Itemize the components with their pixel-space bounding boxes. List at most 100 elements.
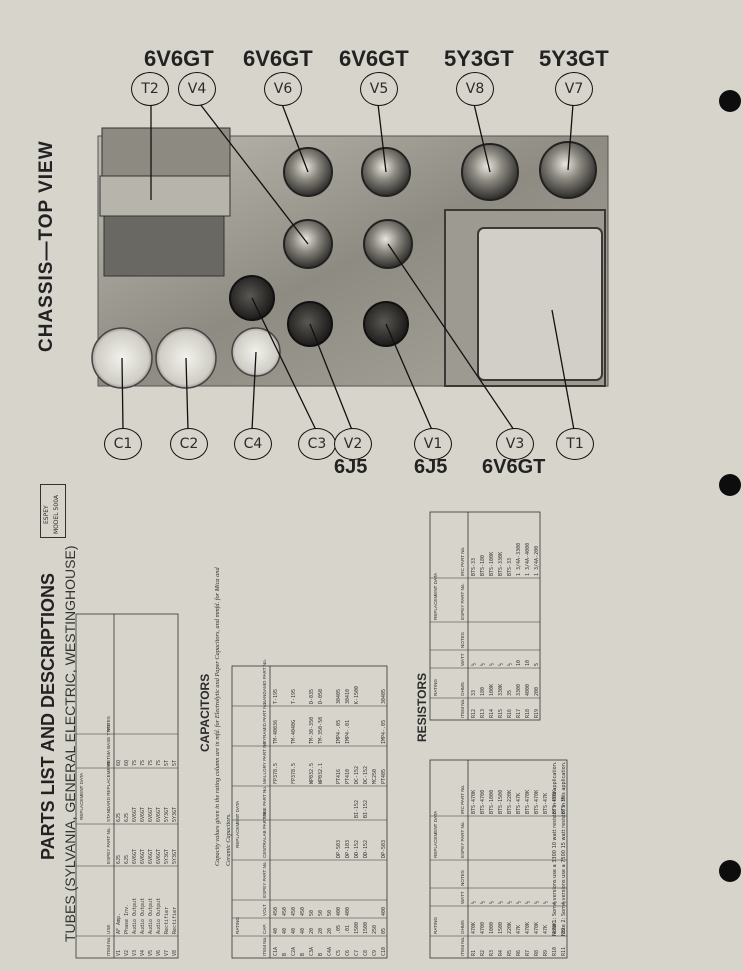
- resistors-left-cell: BTS-47K: [516, 793, 522, 814]
- resistors-left-cell: BTS-1500: [498, 790, 504, 814]
- capacitors-header-5: ERIE PART No.: [262, 786, 267, 818]
- resistors-right-cell: ½: [479, 663, 486, 666]
- punch-hole-middle: [719, 474, 741, 496]
- tubes-cell: V7: [164, 950, 170, 956]
- capacitors-cell: 1500: [363, 922, 369, 934]
- callout-c4: C4: [234, 428, 272, 460]
- capacitors-cell: C6: [345, 950, 351, 956]
- resistors-left-cell: 39: [561, 928, 567, 934]
- callout-v8: V8: [456, 72, 494, 106]
- resistors-left-cell: R7: [525, 950, 531, 956]
- capacitors-cell: BI-152: [363, 800, 369, 818]
- resistors-left-header-0: ITEM No.: [460, 937, 465, 956]
- capacitors-cell: FP378.5: [291, 763, 297, 784]
- capacitors-cell: 20: [318, 928, 324, 934]
- capacitors-header-6: MALLORY PART No.: [262, 741, 267, 784]
- capacitors-cell: C2A: [291, 947, 297, 956]
- resistors-left-cell: ½: [488, 901, 495, 904]
- resistors-left-cell: 1000: [489, 922, 495, 934]
- capacitors-header-4: CENTRALAB PART No.: [262, 809, 267, 858]
- capacitors-cell: K-1500: [354, 686, 360, 704]
- callout-c3: C3: [298, 428, 336, 460]
- resistors-left-cell: BTS-1000: [489, 790, 495, 814]
- resistors-right-cell: BTS-33: [471, 558, 477, 576]
- tubes-header-5: NOTES: [106, 716, 111, 732]
- capacitors-cell: 30410: [345, 689, 351, 704]
- bottom-label-1: 6J5: [334, 456, 368, 478]
- capacitors-cell: 20: [327, 928, 333, 934]
- callout-v5: V5: [360, 72, 398, 106]
- tubes-cell: 6V6GT: [156, 807, 162, 822]
- capacitors-cell: 400: [345, 907, 351, 916]
- capacitors-cell: DD-152: [354, 840, 360, 858]
- capacitors-cell: DP-503: [381, 840, 387, 858]
- resistors-right-header-0: ITEM No.: [460, 699, 465, 718]
- top-label-5: 5Y3GT: [539, 46, 609, 71]
- resistors-right-cell: ½: [470, 663, 477, 666]
- resistors-right-cell: 5: [534, 663, 540, 666]
- resistors-left-cell: 470K: [534, 922, 540, 934]
- resistors-right-cell: BTS-180: [480, 555, 486, 576]
- tubes-cell: 5Y3GT: [164, 807, 170, 822]
- resistors-right-cell: 10: [516, 660, 522, 666]
- tubes-cell: Audio Output: [156, 898, 162, 934]
- resistors-left-cell: 4700: [480, 922, 486, 934]
- resistors-left-cell: BTS-470K: [471, 790, 477, 814]
- capacitors-cell: .01: [345, 925, 351, 934]
- capacitors-cell: 450: [300, 907, 306, 916]
- capacitors-cell: TM-40036: [273, 720, 279, 744]
- capacitors-cell: C1A: [273, 947, 279, 956]
- resistors-right-group-header-1: REPLACEMENT DATA: [433, 572, 438, 620]
- capacitors-cell: TM-350-50: [318, 717, 324, 744]
- capacitors-cell: 40: [291, 928, 297, 934]
- tubes-header-0: ITEM No.: [106, 937, 111, 956]
- resistors-left-cell: BTS-220K: [507, 790, 513, 814]
- tubes-cell: 5T: [172, 760, 178, 766]
- capacitors-cell: T-195: [291, 689, 297, 704]
- resistors-left-cell: 1500: [498, 922, 504, 934]
- tubes-cell: 6J5: [124, 813, 130, 822]
- resistors-right-cell: 10: [525, 660, 531, 666]
- tubes-cell: 6Q: [124, 760, 130, 766]
- callout-v3: V3: [496, 428, 534, 460]
- resistors-left-cell: BTS-470K: [525, 790, 531, 814]
- resistors-left-cell: 220K: [507, 922, 513, 934]
- tubes-cell: 6J5: [116, 855, 122, 864]
- resistors-right-cell: R13: [480, 709, 486, 718]
- resistors-right-border: [429, 511, 541, 721]
- bottom-label-2: 6J5: [414, 456, 448, 478]
- resistors-left-cell: ½: [470, 901, 477, 904]
- capacitors-header-2: VOLT: [262, 904, 267, 916]
- capacitors-cell: C5: [336, 950, 342, 956]
- capacitors-cell: 30405: [336, 689, 342, 704]
- resistors-left-cell: R3: [489, 950, 495, 956]
- resistors-right-cell: 1 3/4A-4000: [525, 543, 531, 576]
- resistors-right-cell: R18: [525, 709, 531, 718]
- top-label-1: 6V6GT: [144, 46, 214, 71]
- capacitors-cell: 50: [318, 910, 324, 916]
- capacitors-cell: 400: [336, 907, 342, 916]
- capacitors-cell: 400: [381, 907, 387, 916]
- capacitors-cell: C7: [354, 950, 360, 956]
- capacitors-cell: 450: [282, 907, 288, 916]
- capacitors-cell: DC-152: [354, 766, 360, 784]
- resistors-right-cell: 180: [480, 687, 486, 696]
- tubes-cell: 5Y3GT: [164, 849, 170, 864]
- tubes-cell: Audio Output: [148, 898, 154, 934]
- resistors-right-cell: 100K: [489, 684, 495, 696]
- resistors-left-cell: ½: [542, 901, 549, 904]
- callout-v6: V6: [264, 72, 302, 106]
- resistors-left-cell: R8: [534, 950, 540, 956]
- resistors-right-header-1: OHMS: [460, 682, 465, 696]
- tubes-cell: Rectifier: [164, 907, 170, 934]
- tubes-header-3: STANDARD REPLACEMENT: [106, 761, 111, 822]
- capacitors-cell: DD-152: [363, 840, 369, 858]
- tubes-cell: Phase Inv.: [124, 904, 130, 934]
- tubes-cell: 6Q: [116, 760, 122, 766]
- resistors-right-cell: R16: [507, 709, 513, 718]
- capacitors-cell: 20: [309, 928, 315, 934]
- tubes-cell: 5T: [164, 760, 170, 766]
